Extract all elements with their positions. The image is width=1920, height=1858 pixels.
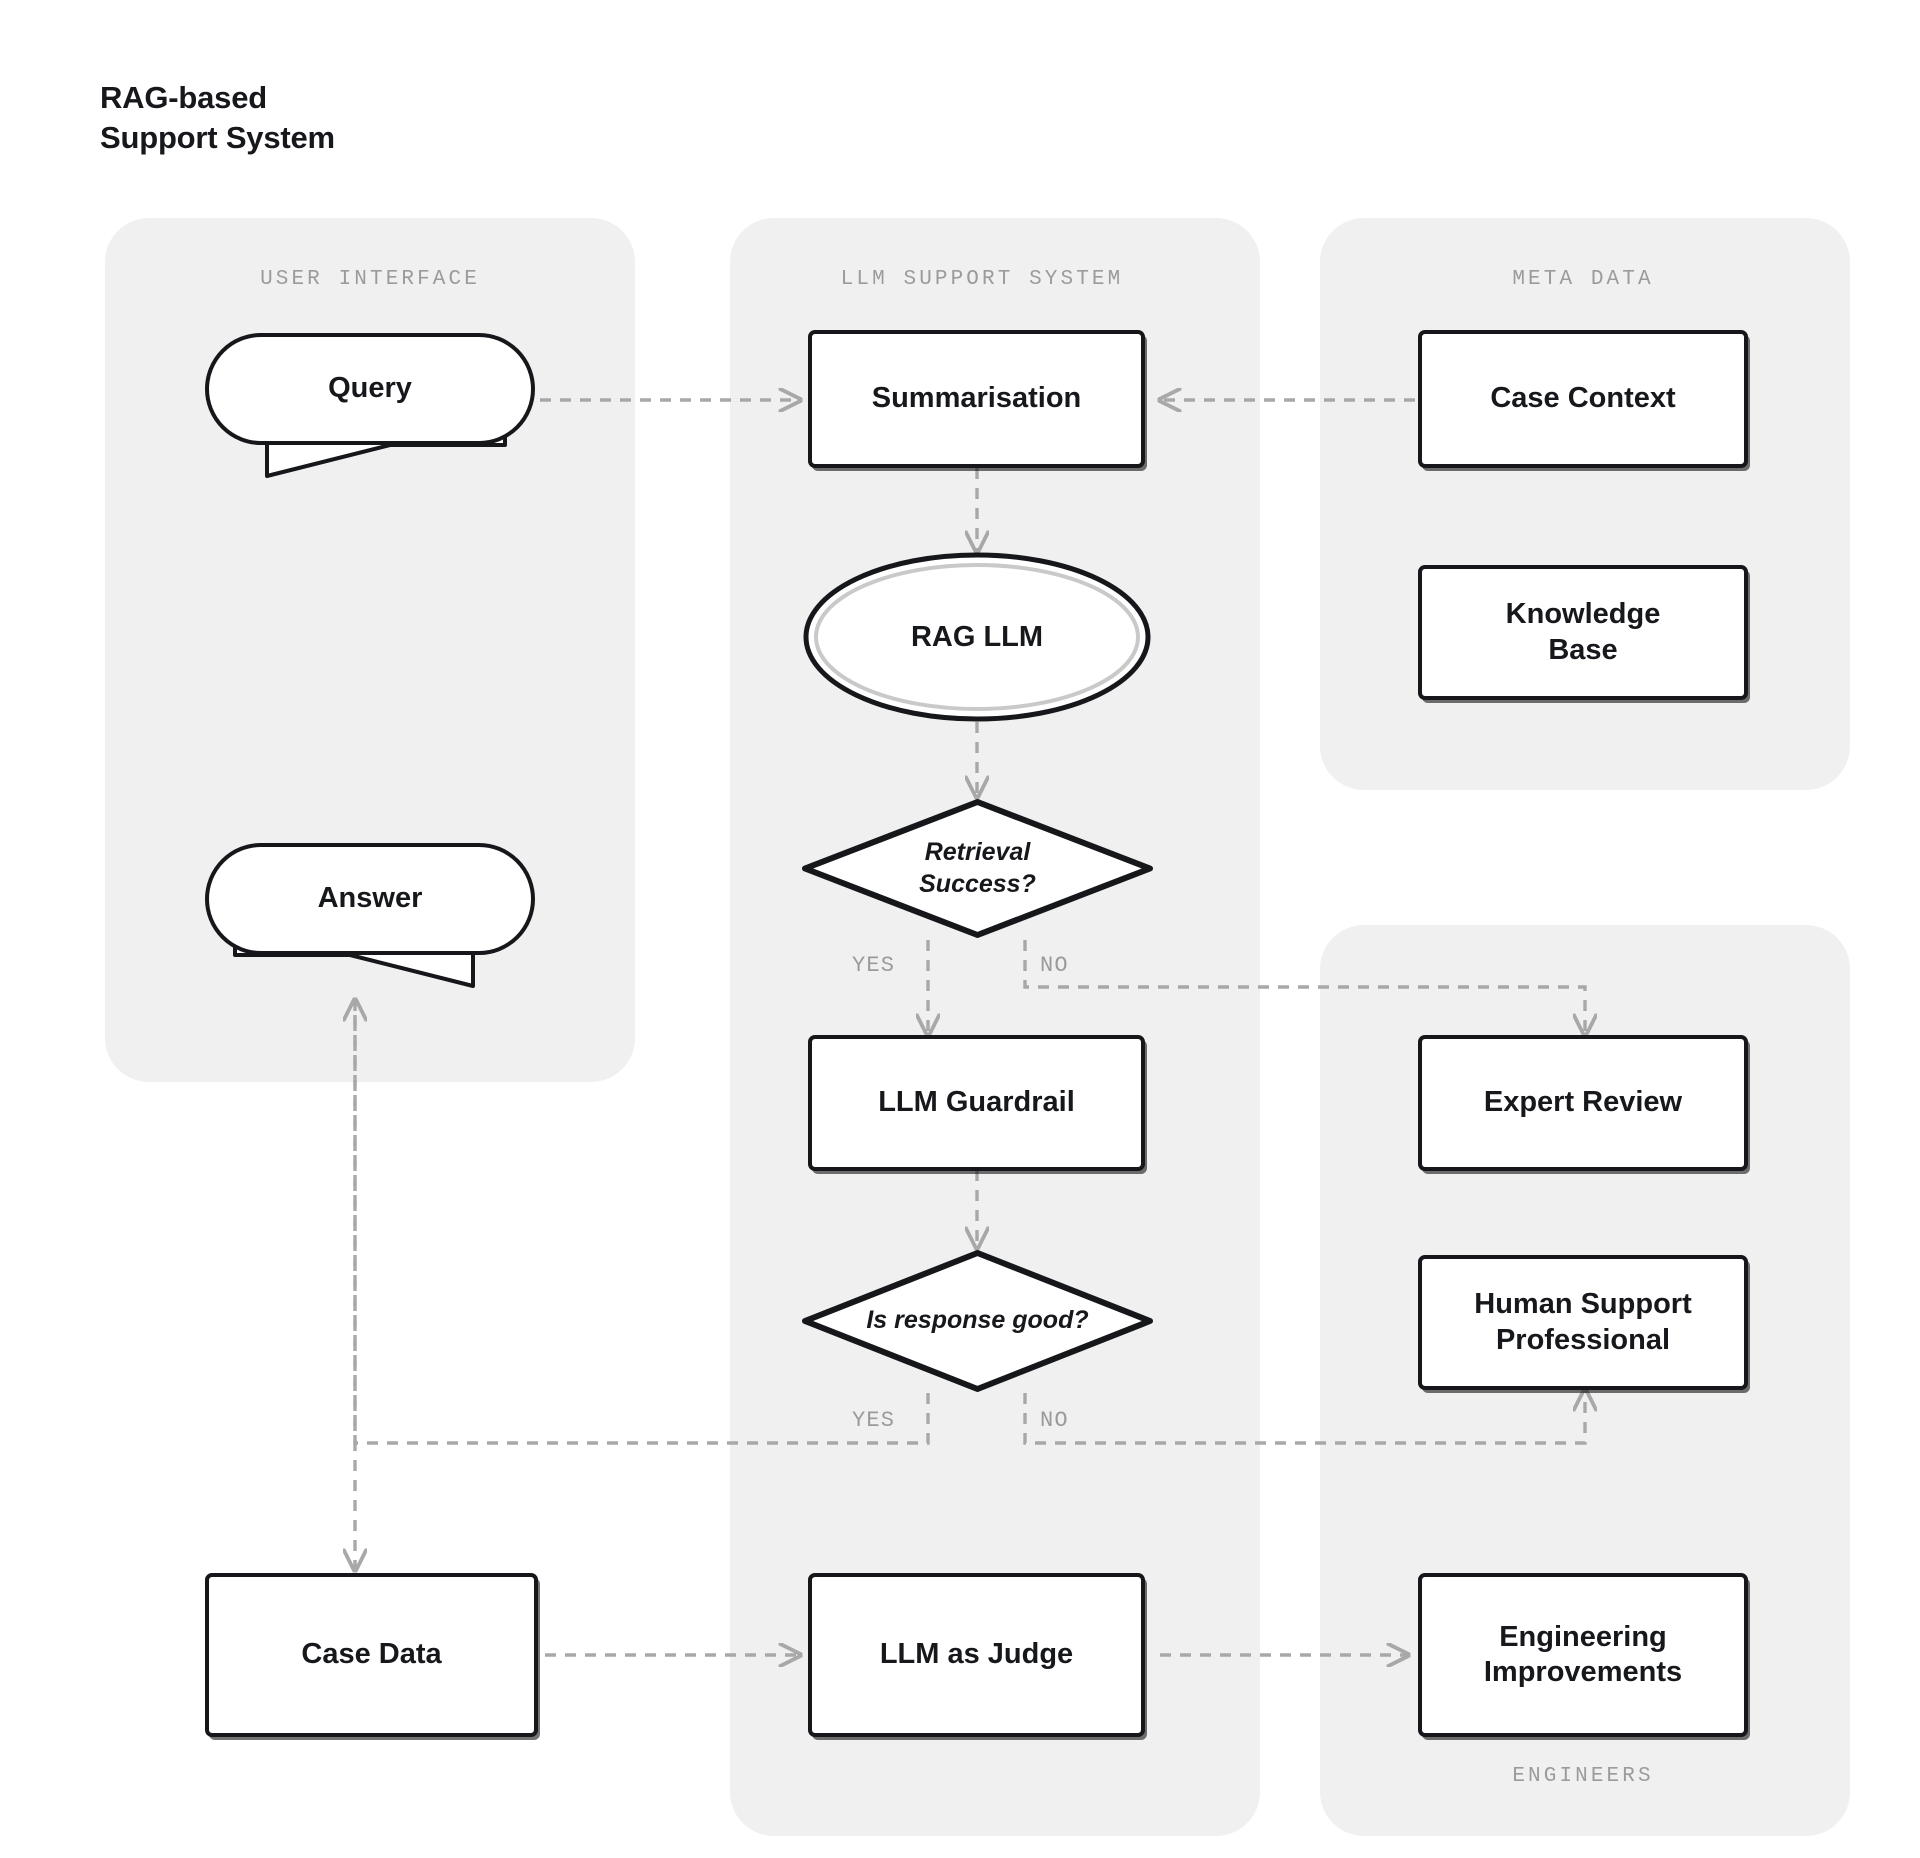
node-label-answer: Answer [317, 882, 423, 915]
edge-label-response-yes: YES [852, 1408, 896, 1433]
edge-response-no-to-human-support [1023, 1390, 1585, 1445]
node-label-engineering-improvements: Engineering Improvements [1483, 1620, 1683, 1688]
node-label-llm-as-judge: LLM as Judge [879, 1638, 1074, 1671]
lane-label-llm-support-system: LLM SUPPORT SYSTEM [840, 268, 1124, 291]
node-query[interactable]: Query [205, 333, 535, 478]
edge-label-response-no: NO [1040, 1408, 1069, 1433]
node-label-query: Query [328, 372, 412, 405]
node-answer[interactable]: Answer [205, 843, 535, 988]
rag-llm-ellipse-shape [803, 552, 1151, 722]
node-label-case-data: Case Data [301, 1638, 442, 1671]
node-case-context[interactable]: Case Context [1418, 330, 1748, 468]
node-expert-review[interactable]: Expert Review [1418, 1035, 1748, 1171]
node-engineering-improvements[interactable]: Engineering Improvements [1418, 1573, 1748, 1737]
node-label-human-support-professional: Human Support Professional [1474, 1288, 1692, 1356]
node-rag-llm[interactable]: RAG LLM [803, 552, 1151, 722]
node-label-expert-review: Expert Review [1483, 1086, 1683, 1119]
lane-label-user-interface: USER INTERFACE [260, 268, 480, 291]
node-human-support-professional[interactable]: Human Support Professional [1418, 1255, 1748, 1390]
node-label-is-response-good: Is response good? [866, 1306, 1089, 1335]
edge-retrieval-no-to-expert-review [1023, 940, 1585, 1035]
node-label-knowledge-base: Knowledge Base [1505, 598, 1661, 666]
lane-label-meta-data: META DATA [1512, 268, 1654, 291]
node-is-response-good[interactable]: Is response good? [800, 1248, 1155, 1394]
page-title: RAG-based Support System [100, 80, 335, 155]
node-label-summarisation: Summarisation [871, 382, 1082, 415]
lane-llm-support-system [730, 218, 1260, 1836]
node-knowledge-base[interactable]: Knowledge Base [1418, 565, 1748, 700]
edge-label-retrieval-yes: YES [852, 953, 896, 978]
node-retrieval-success[interactable]: Retrieval Success? [800, 797, 1155, 940]
lane-label-engineers: ENGINEERS [1512, 1765, 1654, 1788]
node-label-retrieval-success: Retrieval Success? [919, 838, 1036, 898]
node-llm-guardrail[interactable]: LLM Guardrail [808, 1035, 1145, 1171]
node-label-case-context: Case Context [1490, 382, 1676, 415]
is-response-good-diamond-shape [802, 1250, 1153, 1392]
retrieval-success-diamond-shape [802, 799, 1153, 938]
node-llm-as-judge[interactable]: LLM as Judge [808, 1573, 1145, 1737]
node-case-data[interactable]: Case Data [205, 1573, 538, 1737]
node-summarisation[interactable]: Summarisation [808, 330, 1145, 468]
edge-label-retrieval-no: NO [1040, 953, 1069, 978]
node-label-llm-guardrail: LLM Guardrail [878, 1086, 1075, 1119]
node-label-rag-llm: RAG LLM [910, 620, 1044, 653]
